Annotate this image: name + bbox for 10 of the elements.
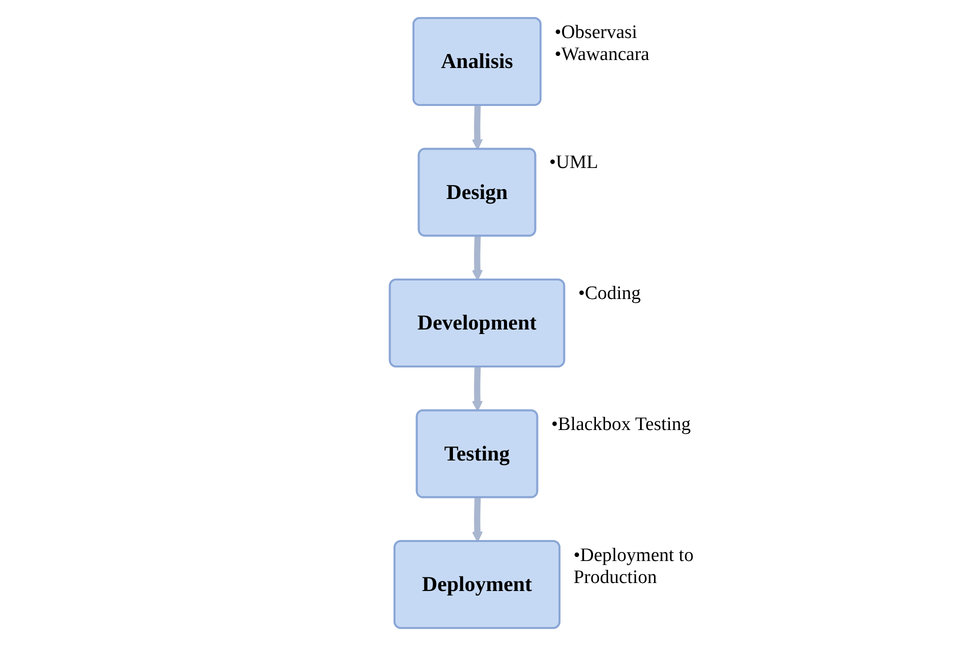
arrow <box>472 366 483 411</box>
arrow <box>472 497 483 542</box>
arrow <box>472 236 483 280</box>
bullet-item: •Deployment to Production <box>573 544 695 589</box>
bullet-item: •UML <box>549 152 600 174</box>
bullet-item: •Blackbox Testing <box>551 414 692 436</box>
arrow <box>472 105 483 150</box>
bullet-item: •Wawancara <box>554 44 650 66</box>
bullet-item: •Observasi <box>554 22 638 44</box>
bullet-item: •Coding <box>578 283 642 306</box>
